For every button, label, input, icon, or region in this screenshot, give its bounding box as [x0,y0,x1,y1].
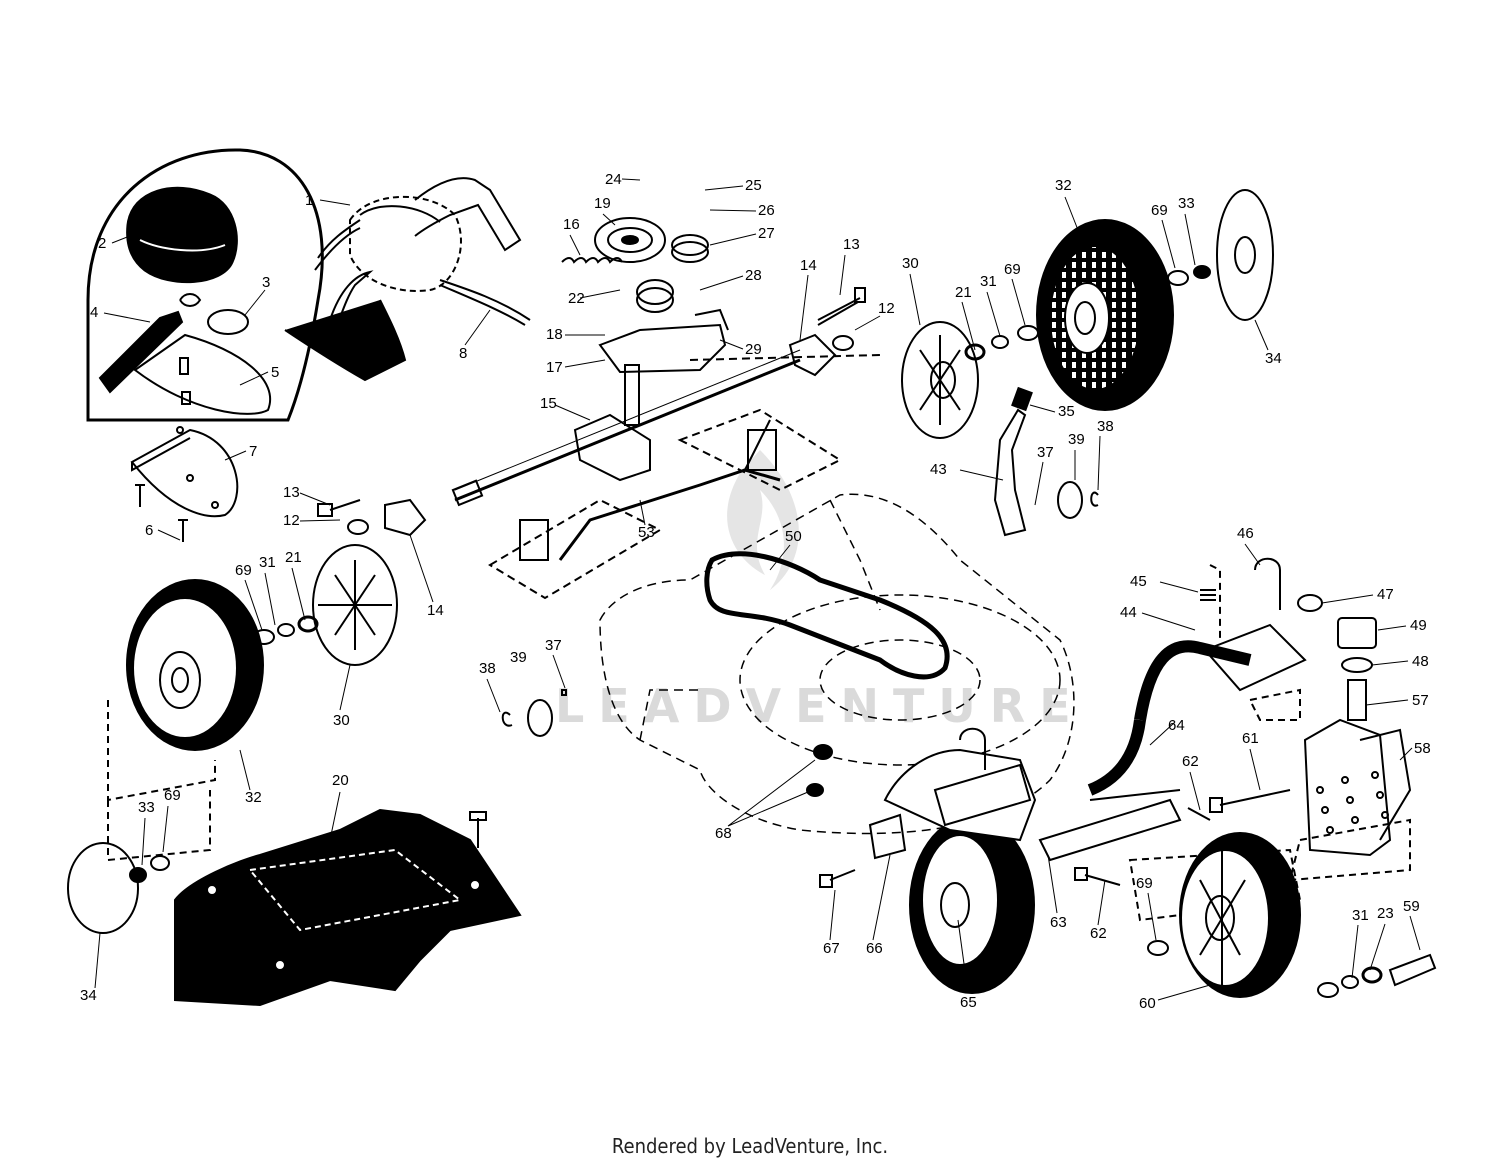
callout-16: 16 [563,216,580,233]
callout-49: 49 [1410,617,1427,634]
callout-20: 20 [332,772,349,789]
left-wheel-cover [312,544,398,666]
left-hub-cap [67,700,216,934]
callout-59: 59 [1403,898,1420,915]
watermark-text: LEADVENTURE [555,679,1085,733]
callout-33-left: 33 [138,799,155,816]
callout-31-right: 31 [980,273,997,290]
callout-12-right: 12 [878,300,895,317]
callout-15: 15 [540,395,557,412]
footer-credit: Rendered by LeadVenture, Inc. [611,1134,889,1158]
hardware [806,744,1211,888]
callout-58: 58 [1414,740,1431,757]
mounting-plate [130,426,239,542]
callout-30-left: 30 [333,712,350,729]
callout-62-lower: 62 [1090,925,1107,942]
callout-44: 44 [1120,604,1137,621]
callout-38-left: 38 [479,660,496,677]
callout-6: 6 [145,522,153,539]
callout-48: 48 [1412,653,1429,670]
callout-24: 24 [605,171,622,188]
callout-61: 61 [1242,730,1259,747]
drive-assembly [317,217,881,600]
callout-39-right: 39 [1068,431,1085,448]
left-height-adjuster [501,689,567,737]
callout-68: 68 [715,825,732,842]
upper-handle [284,177,531,382]
callout-33-right: 33 [1178,195,1195,212]
callout-65: 65 [960,994,977,1011]
callout-18: 18 [546,326,563,343]
front-axle-assembly [1038,557,1412,922]
callout-38-right: 38 [1097,418,1114,435]
callout-25: 25 [745,177,762,194]
front-right-wheel [1147,832,1437,998]
callout-39-left: 39 [510,649,527,666]
right-wheel-cover [901,321,979,439]
callout-62-upper: 62 [1182,753,1199,770]
callout-27: 27 [758,225,775,242]
callout-29: 29 [745,341,762,358]
height-adjust-lever [993,386,1099,537]
callout-32-right: 32 [1055,177,1072,194]
callout-64: 64 [1168,717,1185,734]
callout-2: 2 [98,235,106,252]
callout-69-left: 69 [235,562,252,579]
watermark: LEADVENTURE [555,450,1085,733]
callout-34-left: 34 [80,987,97,1004]
callout-47: 47 [1377,586,1394,603]
callout-8: 8 [459,345,467,362]
callout-19: 19 [594,195,611,212]
callout-69-front: 69 [1136,875,1153,892]
callout-31-front: 31 [1352,907,1369,924]
callout-46: 46 [1237,525,1254,542]
callout-31-left: 31 [259,554,276,571]
callout-32-left: 32 [245,789,262,806]
callout-13-left: 13 [283,484,300,501]
callout-63: 63 [1050,914,1067,931]
callout-66: 66 [866,940,883,957]
callout-67: 67 [823,940,840,957]
callout-57: 57 [1412,692,1429,709]
rear-flap [174,808,522,1007]
callout-14-left: 14 [427,602,444,619]
callout-14-right: 14 [800,257,817,274]
callout-34-right: 34 [1265,350,1282,367]
callout-35: 35 [1058,403,1075,420]
callout-26: 26 [758,202,775,219]
callout-4: 4 [90,304,98,321]
callout-21-left: 21 [285,549,302,566]
callout-45: 45 [1130,573,1147,590]
callout-28: 28 [745,267,762,284]
mower-deck [599,493,1075,835]
callout-21-right: 21 [955,284,972,301]
callout-3: 3 [262,274,270,291]
callout-22: 22 [568,290,585,307]
left-rear-wheel [126,579,319,751]
callout-69-right-outer: 69 [1151,202,1168,219]
callout-5: 5 [271,364,279,381]
callout-labels: 1 2 3 4 5 6 7 8 12 12 13 13 14 14 15 16 … [80,171,1431,1012]
right-rear-wheel [964,189,1274,411]
callout-7: 7 [249,443,257,460]
front-caster-wheel [868,727,1037,994]
leader-lines [94,178,1421,1001]
callout-69-hub: 69 [164,787,181,804]
callout-60: 60 [1139,995,1156,1012]
handle-detail-inset [86,148,324,422]
callout-50: 50 [785,528,802,545]
callout-43: 43 [930,461,947,478]
callout-12-left: 12 [283,512,300,529]
callout-17: 17 [546,359,563,376]
callout-23: 23 [1377,905,1394,922]
drive-belt [704,551,950,680]
callout-53: 53 [638,524,655,541]
callout-1: 1 [305,192,313,209]
callout-13-right: 13 [843,236,860,253]
callout-37-left: 37 [545,637,562,654]
callout-69-right-inner: 69 [1004,261,1021,278]
callout-30-right: 30 [902,255,919,272]
callout-37-right: 37 [1037,444,1054,461]
